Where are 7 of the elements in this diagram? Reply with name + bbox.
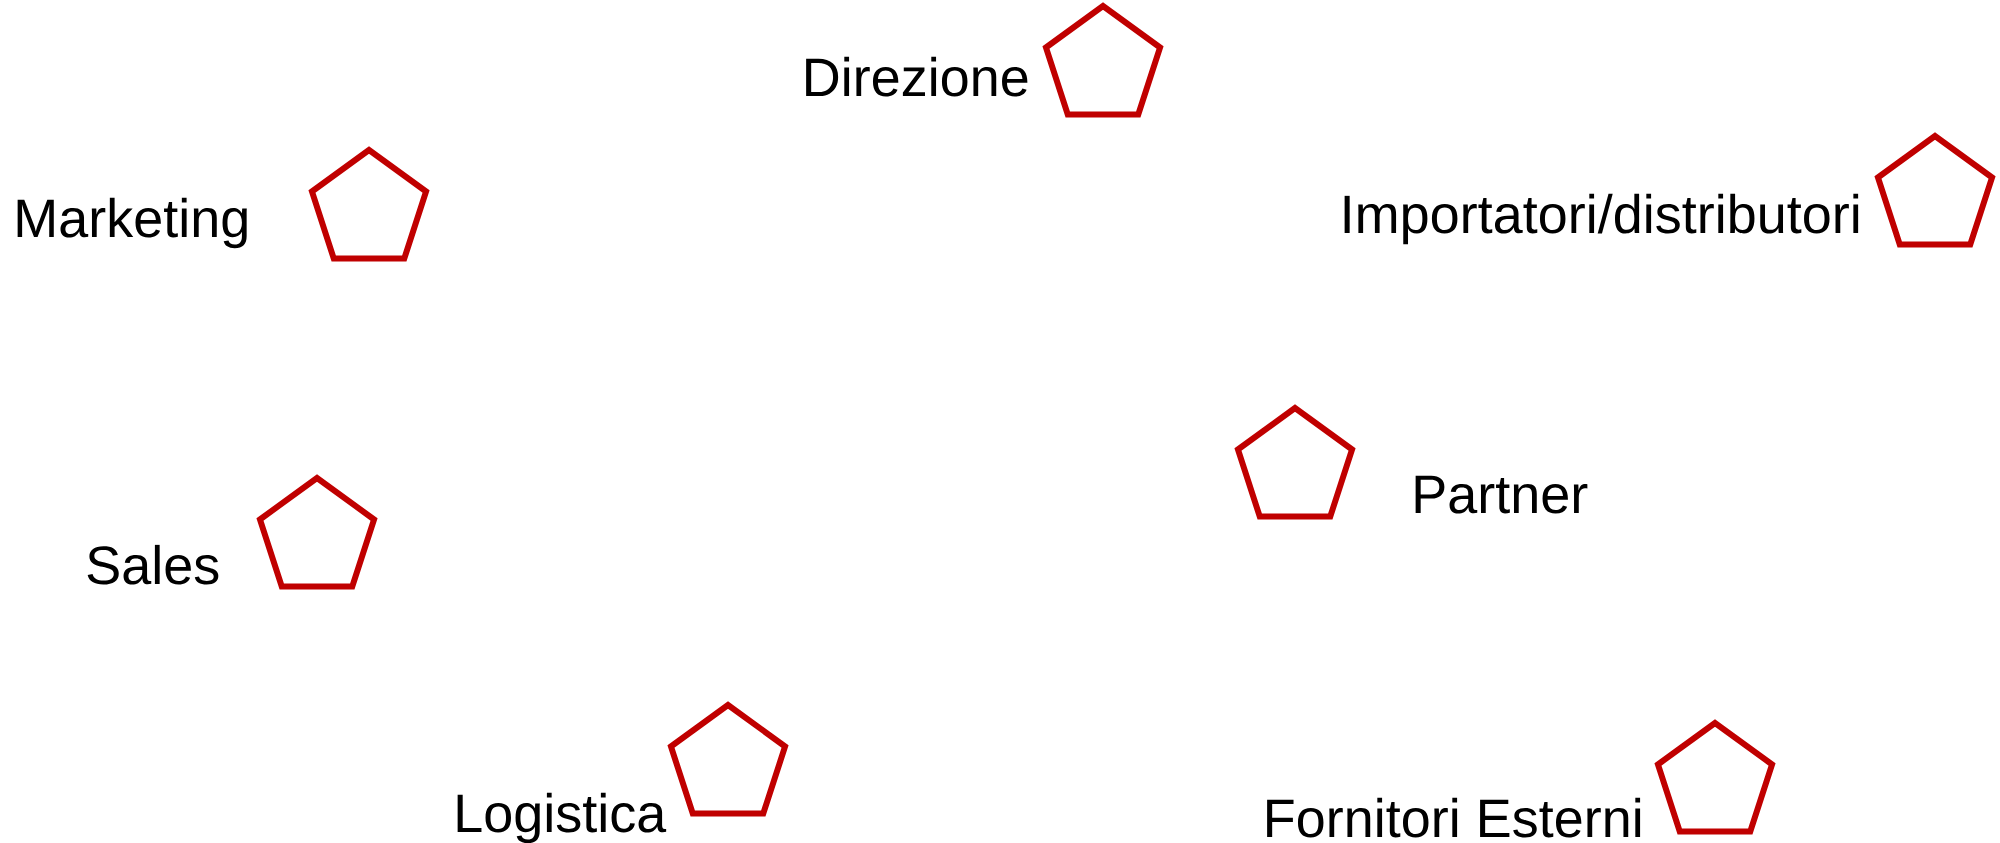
node-label: Fornitori Esterni (1267, 797, 1641, 838)
node-label: Marketing (17, 197, 247, 249)
node-label: Partner (1415, 475, 1588, 514)
node-label: Logistica (457, 792, 667, 843)
node-label: Direzione (806, 56, 1028, 97)
node-label: Importatori/distributori (1344, 193, 1859, 245)
node-label: Sales (87, 544, 219, 585)
